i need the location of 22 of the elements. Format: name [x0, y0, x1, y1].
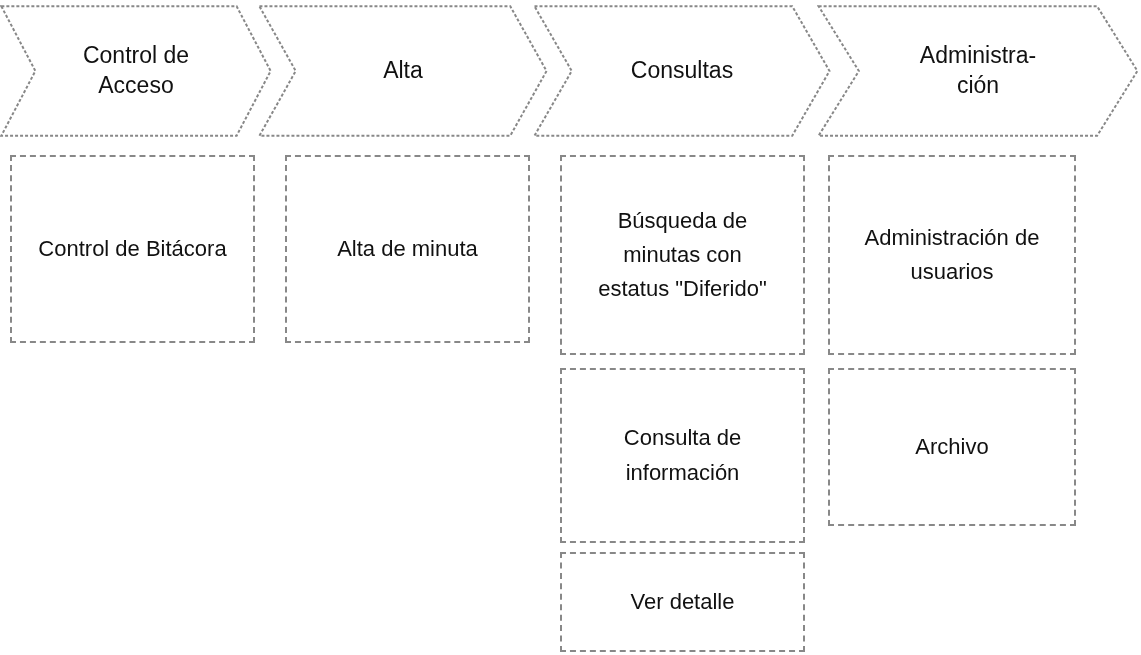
process-box: [828, 368, 1076, 526]
process-box: [560, 552, 805, 652]
chevron-step: [817, 5, 1139, 137]
step-label: Alta: [383, 56, 423, 86]
box-label: Ver detalle: [630, 587, 735, 616]
box-label: Control de Bitácora: [38, 234, 227, 263]
process-box: [10, 155, 255, 343]
chevron-step: [0, 5, 272, 137]
chevron-step: [258, 5, 548, 137]
process-box: [828, 155, 1076, 355]
step-label: Consultas: [630, 56, 734, 86]
box-label: Archivo: [915, 432, 989, 461]
box-label: Consulta de información: [622, 424, 743, 487]
process-box: [560, 155, 805, 355]
chevron-step: [533, 5, 831, 137]
process-box: [285, 155, 530, 343]
step-label: Administra- ción: [918, 41, 1038, 100]
box-label: Administración de usuarios: [863, 223, 1041, 286]
box-label: Alta de minuta: [337, 234, 478, 263]
step-label: Control de Acceso: [81, 41, 191, 100]
process-box: [560, 368, 805, 543]
box-label: Búsqueda de minutas con estatus "Diferido": [597, 206, 768, 304]
